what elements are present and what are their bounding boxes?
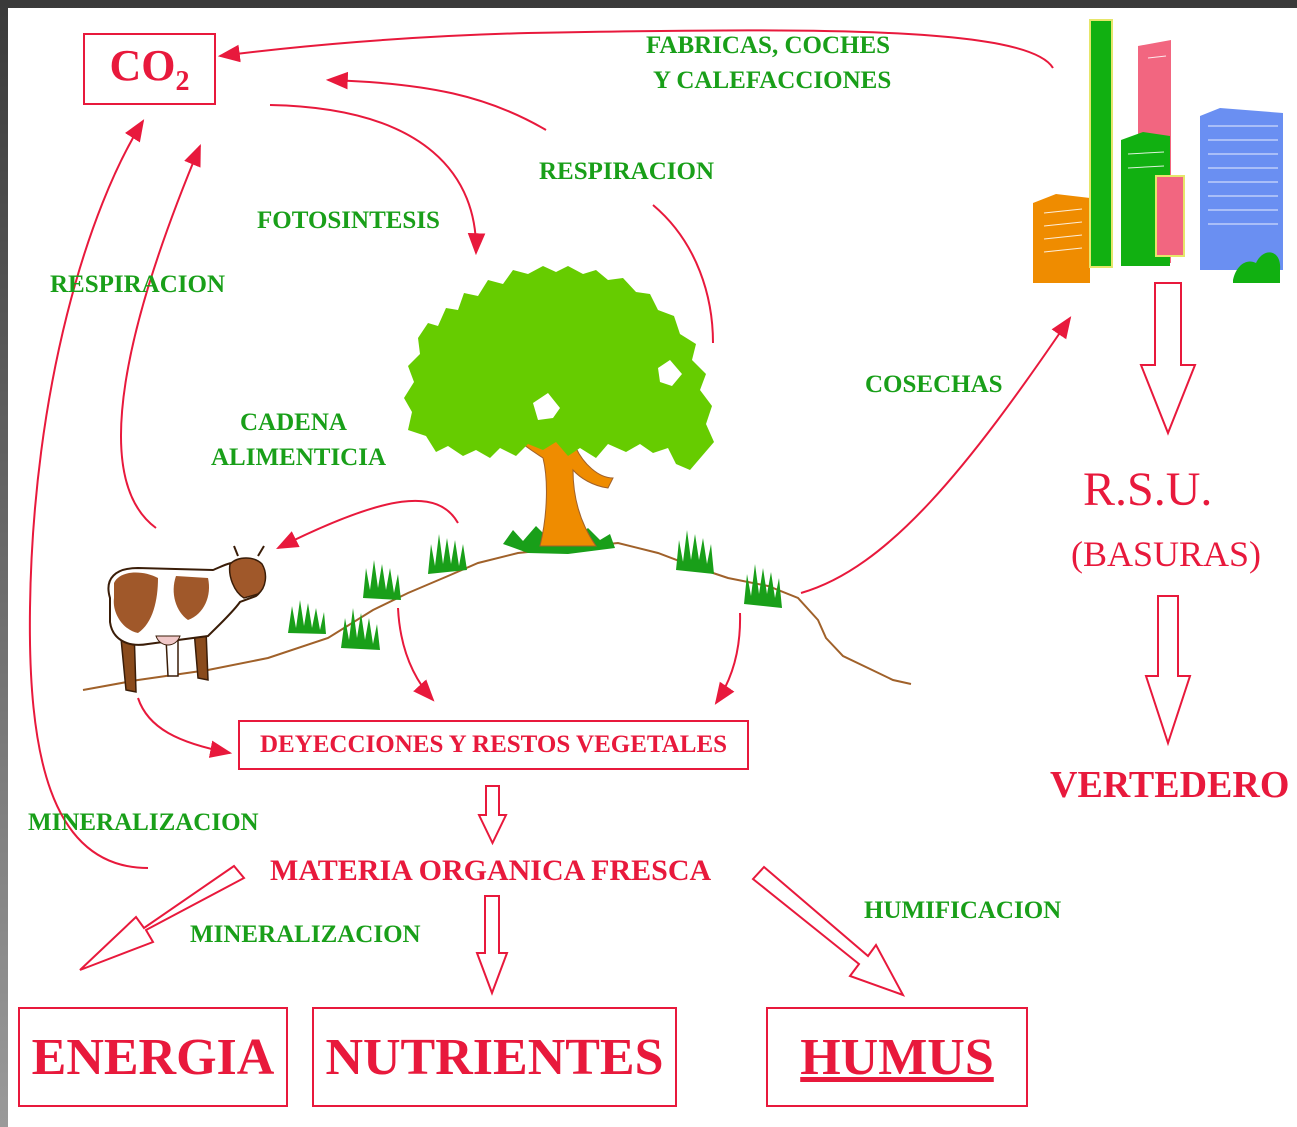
co2-label: CO2: [110, 40, 190, 98]
grass-tuft: [341, 608, 380, 650]
tree: [404, 266, 714, 547]
arrow-respiration-tree-to-co2: [325, 71, 547, 131]
co2-subscript: 2: [175, 65, 190, 97]
diagram-graphics: [28, 19, 1283, 997]
arrow-harvest-to-city: [800, 316, 1072, 594]
building-orange: [1033, 194, 1090, 283]
deyecciones-box: DEYECCIONES Y RESTOS VEGETALES: [238, 720, 749, 770]
label-mineralizacion-left: MINERALIZACION: [28, 809, 259, 836]
tree-foliage: [404, 266, 714, 470]
grass-tufts: [288, 526, 782, 650]
cow-head: [228, 557, 267, 599]
label-respiracion-top: RESPIRACION: [539, 158, 715, 185]
label-fabricas: FABRICAS, COCHES: [646, 32, 891, 59]
grass-tuft: [363, 560, 401, 600]
arrow-cow-to-deyecciones: [137, 697, 233, 758]
co2-text: CO: [109, 41, 176, 91]
label-basuras: (BASURAS): [1071, 534, 1262, 574]
label-fotosintesis: FOTOSINTESIS: [257, 207, 440, 234]
grass-tuft: [288, 600, 326, 634]
arrow-respiration-tree-right: [652, 204, 714, 344]
city-buildings: [1033, 19, 1283, 283]
cow-horn: [233, 545, 265, 557]
nutrientes-box: NUTRIENTES: [312, 1007, 677, 1107]
label-calefacciones: Y CALEFACCIONES: [653, 67, 892, 94]
label-rsu: R.S.U.: [1083, 463, 1213, 516]
label-vertedero: VERTEDERO: [1050, 764, 1290, 806]
humus-label: HUMUS: [800, 1028, 994, 1086]
energia-box: ENERGIA: [18, 1007, 288, 1107]
arrow-co2-to-tree-photosynthesis: [269, 104, 486, 256]
arrow-cow-respiration-to-co2: [120, 143, 201, 529]
arrow-factories-to-co2: [217, 29, 1054, 69]
building-small-pink: [1155, 175, 1185, 257]
arrow-plants-to-deyecciones: [397, 607, 435, 702]
city-shrub: [1233, 252, 1281, 283]
label-cosechas: COSECHAS: [865, 371, 1003, 398]
hollow-arrow-materia-to-energia: [79, 864, 246, 971]
cow-udder: [155, 635, 181, 646]
energia-label: ENERGIA: [31, 1028, 275, 1086]
grass-tuft: [428, 534, 467, 574]
diagram-canvas: CO2 FABRICAS, COCHES Y CALEFACCIONES RES…: [8, 8, 1297, 1127]
building-blue: [1200, 108, 1283, 270]
arrow-food-chain-to-cow: [276, 499, 459, 549]
tree-foliage-gap: [533, 360, 682, 420]
deyecciones-label: DEYECCIONES Y RESTOS VEGETALES: [259, 731, 728, 758]
label-alimenticia: ALIMENTICIA: [211, 444, 387, 471]
hollow-arrow-materia-to-humus: [751, 865, 906, 997]
building-windows: [1043, 55, 1278, 253]
cow: [107, 545, 267, 693]
arrow-right-plants-to-deyecciones: [714, 612, 742, 705]
hollow-arrow-materia-to-nutrientes: [475, 895, 509, 996]
hollow-arrow-rsu-to-vertedero: [1144, 595, 1192, 747]
humus-box: HUMUS: [766, 1007, 1028, 1107]
label-humificacion: HUMIFICACION: [864, 897, 1062, 924]
cow-spot: [113, 572, 158, 633]
nutrientes-label: NUTRIENTES: [325, 1028, 664, 1086]
label-respiracion-left: RESPIRACION: [50, 271, 226, 298]
building-tall-green: [1089, 19, 1113, 268]
cow-spot: [173, 576, 210, 620]
arrow-mineralization-to-co2: [28, 119, 149, 869]
label-mineralizacion-bottom: MINERALIZACION: [190, 921, 421, 948]
hollow-arrow-deyecciones-to-materia: [477, 785, 508, 846]
label-materia-organica: MATERIA ORGANICA FRESCA: [270, 854, 712, 887]
grass-tuft: [744, 564, 782, 608]
grass-tuft: [676, 530, 714, 574]
label-cadena: CADENA: [240, 409, 347, 436]
hollow-arrow-city-to-rsu: [1139, 282, 1197, 436]
ground-line: [82, 541, 912, 691]
co2-box: CO2: [83, 33, 216, 105]
